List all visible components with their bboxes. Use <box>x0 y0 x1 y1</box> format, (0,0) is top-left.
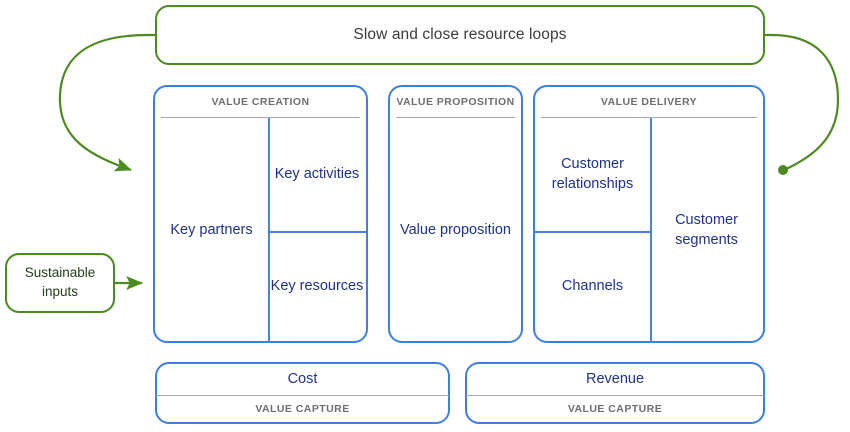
cost-subtitle: VALUE CAPTURE <box>157 396 448 422</box>
value-creation-vertical-divider <box>268 118 270 343</box>
value-delivery-panel: VALUE DELIVERY Customer relationships Ch… <box>533 85 765 343</box>
revenue-divider <box>466 395 764 396</box>
cell-key-activities-label: Key activities <box>274 165 360 182</box>
value-delivery-header-rule <box>541 117 757 118</box>
cell-value-proposition: Value proposition <box>390 118 521 343</box>
revenue-subtitle: VALUE CAPTURE <box>467 396 763 422</box>
cell-key-partners-label: Key partners <box>170 221 253 238</box>
cost-title: Cost <box>157 364 448 394</box>
cell-key-activities: Key activities <box>268 118 366 231</box>
slow-close-resource-loops-box: Slow and close resource loops <box>155 5 765 65</box>
cost-title-label: Cost <box>287 371 318 387</box>
revenue-title: Revenue <box>467 364 763 394</box>
value-proposition-header-rule <box>396 117 515 118</box>
cell-customer-relationships: Customer relationships <box>535 118 650 231</box>
cell-channels-label: Channels <box>561 278 624 295</box>
left-resource-loop-arrow <box>58 33 155 172</box>
value-proposition-header-label: VALUE PROPOSITION <box>396 96 515 108</box>
right-resource-loop-endpoint-dot <box>778 165 788 175</box>
revenue-subtitle-label: VALUE CAPTURE <box>567 403 663 415</box>
value-creation-panel: VALUE CREATION Key partners Key activiti… <box>153 85 368 343</box>
cell-customer-segments: Customer segments <box>650 118 763 343</box>
cost-subtitle-label: VALUE CAPTURE <box>255 403 350 415</box>
value-delivery-header: VALUE DELIVERY <box>535 87 763 117</box>
cost-divider <box>156 395 449 396</box>
revenue-title-label: Revenue <box>585 371 645 387</box>
cost-value-capture-box: Cost VALUE CAPTURE <box>155 362 450 424</box>
cell-customer-segments-label: Customer segments <box>675 212 738 248</box>
sustainable-inputs-label: Sustainable inputs <box>24 265 96 299</box>
value-delivery-vertical-divider <box>650 118 652 343</box>
value-creation-header: VALUE CREATION <box>155 87 366 117</box>
right-resource-loop-line <box>765 33 840 171</box>
cell-key-resources-label: Key resources <box>270 278 364 295</box>
slow-close-resource-loops-label: Slow and close resource loops <box>353 26 567 43</box>
value-proposition-panel: VALUE PROPOSITION Value proposition <box>388 85 523 343</box>
value-delivery-horizontal-divider <box>535 231 650 233</box>
cell-key-partners: Key partners <box>155 118 268 343</box>
value-creation-header-label: VALUE CREATION <box>211 96 310 108</box>
cell-key-resources: Key resources <box>268 231 366 343</box>
value-creation-header-rule <box>161 117 360 118</box>
sustainable-inputs-box: Sustainable inputs <box>5 253 115 313</box>
cell-customer-relationships-label: Customer relationships <box>551 156 634 192</box>
revenue-value-capture-box: Revenue VALUE CAPTURE <box>465 362 765 424</box>
value-delivery-header-label: VALUE DELIVERY <box>600 96 698 108</box>
cell-channels: Channels <box>535 231 650 343</box>
cell-value-proposition-label: Value proposition <box>400 221 511 238</box>
value-proposition-header: VALUE PROPOSITION <box>390 87 521 117</box>
value-creation-horizontal-divider <box>268 231 366 233</box>
